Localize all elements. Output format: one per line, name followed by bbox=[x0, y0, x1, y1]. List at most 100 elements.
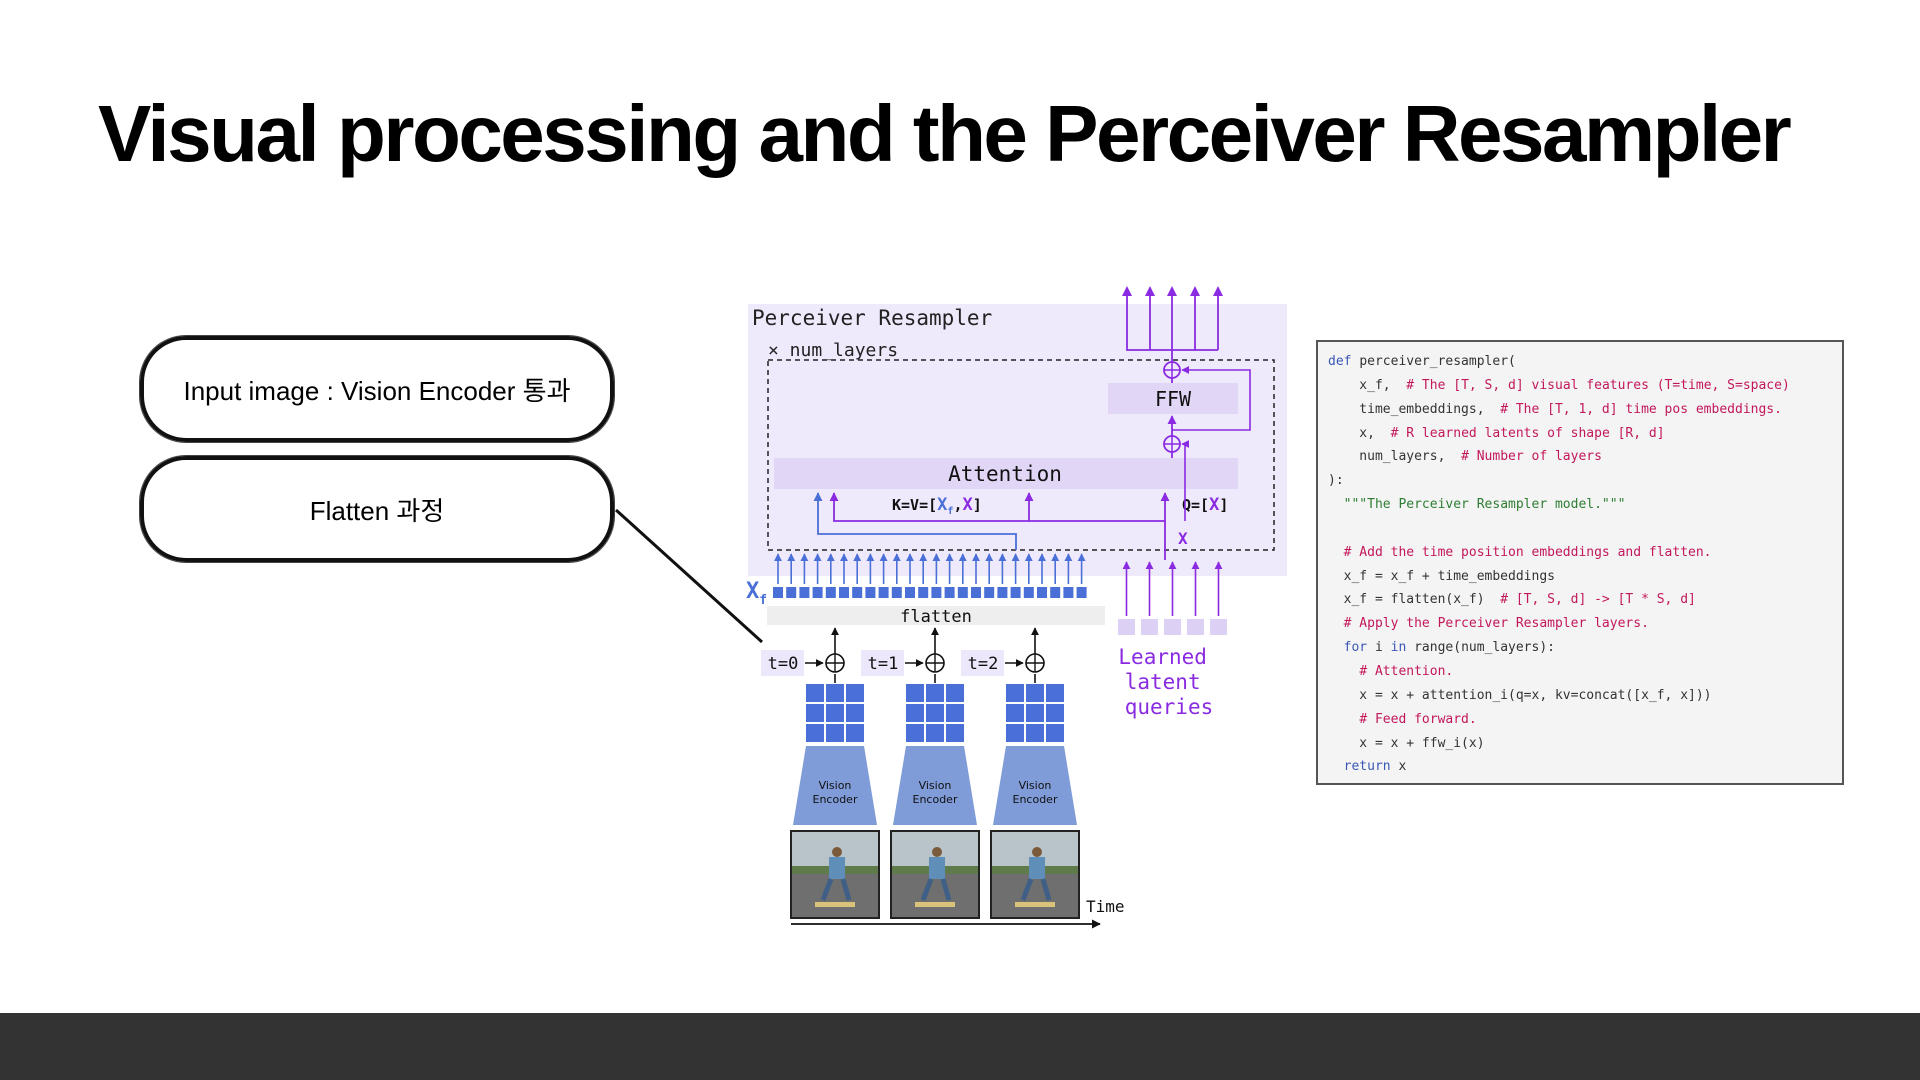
feature-cell bbox=[1046, 704, 1064, 722]
feature-cell bbox=[906, 684, 924, 702]
feature-cell bbox=[1026, 704, 1044, 722]
code-token: x = x + ffw_i(x) bbox=[1328, 735, 1485, 751]
time-columns: t=0VisionEncodert=1VisionEncodert=2Visio… bbox=[761, 627, 1080, 919]
token-cell bbox=[997, 587, 1008, 598]
output-arrows bbox=[1122, 286, 1223, 296]
add-plus-1 bbox=[1164, 436, 1180, 452]
token-cell bbox=[918, 587, 929, 598]
feature-cell bbox=[1046, 684, 1064, 702]
learned-latent-label: Learned latent queries bbox=[1118, 645, 1219, 719]
token-cell bbox=[1050, 587, 1061, 598]
code-line: """The Perceiver Resampler model.""" bbox=[1328, 493, 1842, 517]
skater-legs bbox=[1020, 878, 1052, 901]
feature-cell bbox=[806, 704, 824, 722]
feature-cell bbox=[846, 724, 864, 742]
skater-head bbox=[932, 847, 942, 857]
code-token: x_f = x_f + time_embeddings bbox=[1328, 568, 1555, 584]
token-cell bbox=[1023, 587, 1034, 598]
latent-cell bbox=[1210, 619, 1227, 635]
feature-cell bbox=[1046, 724, 1064, 742]
time-step-label: t=1 bbox=[868, 654, 899, 674]
code-token: # Apply the Perceiver Resampler layers. bbox=[1343, 616, 1649, 632]
code-line: x_f = flatten(x_f) # [T, S, d] -> [T * S… bbox=[1328, 588, 1842, 612]
footer-bar bbox=[0, 1013, 1920, 1080]
code-token: time_embeddings, bbox=[1328, 401, 1501, 417]
time-step-box bbox=[961, 650, 1004, 676]
code-token bbox=[1328, 497, 1344, 512]
add-plus bbox=[926, 654, 944, 672]
residual-attention bbox=[1181, 440, 1190, 521]
feature-cell bbox=[806, 684, 824, 702]
attention-label: Attention bbox=[948, 462, 1062, 486]
slide-title: Visual processing and the Perceiver Resa… bbox=[98, 89, 1792, 178]
token-arrows bbox=[774, 553, 1086, 584]
feature-cell bbox=[906, 724, 924, 742]
code-token bbox=[1328, 640, 1344, 655]
callout-vision-encoder: Input image : Vision Encoder 통과 bbox=[140, 336, 614, 442]
x-label: X bbox=[1178, 529, 1188, 548]
token-cell bbox=[799, 587, 810, 598]
code-token: x_f = flatten(x_f) bbox=[1328, 592, 1501, 608]
code-token: x = x + attention_i(q=x, kv=concat([x_f,… bbox=[1328, 687, 1712, 703]
code-token bbox=[1328, 759, 1344, 774]
code-token: perceiver_resampler( bbox=[1359, 354, 1516, 369]
token-cell bbox=[812, 587, 823, 598]
frame-ground bbox=[992, 872, 1078, 917]
token-cell bbox=[971, 587, 981, 598]
ffw-label: FFW bbox=[1155, 387, 1192, 411]
vision-encoder bbox=[793, 746, 877, 825]
code-token: for bbox=[1343, 640, 1368, 656]
code-line bbox=[1328, 517, 1842, 541]
time-step-box bbox=[861, 650, 904, 676]
code-line: time_embeddings, # The [T, 1, d] time po… bbox=[1328, 398, 1842, 422]
latent-cell bbox=[1141, 619, 1158, 635]
code-line: # Attention. bbox=[1328, 660, 1842, 684]
vision-encoder bbox=[993, 746, 1077, 825]
arrow-xf-to-attention bbox=[813, 492, 1017, 550]
code-token: # The [T, S, d] visual features (T=time,… bbox=[1406, 377, 1790, 393]
token-cell bbox=[865, 587, 876, 598]
feature-cell bbox=[926, 684, 944, 702]
add-plus bbox=[1026, 654, 1044, 672]
token-cell bbox=[786, 587, 797, 598]
feature-cell bbox=[946, 724, 964, 742]
token-cell bbox=[1076, 587, 1087, 598]
code-line: # Add the time position embeddings and f… bbox=[1328, 541, 1842, 565]
code-token: # [T, S, d] -> [T * S, d] bbox=[1500, 592, 1696, 608]
encoder-label-line2: Encoder bbox=[913, 793, 958, 806]
skateboard bbox=[815, 902, 855, 907]
token-cell bbox=[852, 587, 863, 598]
token-cell bbox=[1010, 587, 1021, 598]
code-token: x bbox=[1390, 759, 1407, 775]
latent-cell bbox=[1118, 619, 1135, 635]
code-line: x = x + ffw_i(x) bbox=[1328, 732, 1842, 756]
feature-cell bbox=[1006, 724, 1024, 742]
layers-label: × num_layers bbox=[768, 340, 898, 361]
code-token: # Number of layers bbox=[1461, 449, 1602, 465]
feature-cell bbox=[1026, 724, 1044, 742]
time-label: Time bbox=[1086, 897, 1125, 916]
kv-label: K=V=[Xf,X] bbox=[892, 495, 982, 517]
code-token: x, bbox=[1328, 425, 1391, 441]
q-label: Q=[X] bbox=[1182, 495, 1228, 515]
flatten-label: flatten bbox=[900, 607, 972, 627]
latent-cell bbox=[1187, 619, 1204, 635]
residual-ffw bbox=[1172, 366, 1251, 431]
skater-legs bbox=[820, 878, 852, 901]
encoder-label-line1: Vision bbox=[819, 779, 852, 792]
code-token: range(num_layers): bbox=[1406, 640, 1555, 656]
code-token bbox=[1328, 545, 1344, 560]
code-line: return x bbox=[1328, 755, 1842, 779]
time-step-box bbox=[761, 650, 804, 676]
code-token: # Feed forward. bbox=[1359, 711, 1477, 727]
token-cell bbox=[839, 587, 849, 598]
feature-cell bbox=[1026, 684, 1044, 702]
callout-pointer-line bbox=[614, 508, 764, 644]
code-token: """The Perceiver Resampler model.""" bbox=[1343, 497, 1626, 513]
code-line: num_layers, # Number of layers bbox=[1328, 445, 1842, 469]
token-cell bbox=[1063, 587, 1074, 598]
layers-dashed-box bbox=[767, 359, 1275, 551]
token-cell bbox=[984, 587, 995, 598]
